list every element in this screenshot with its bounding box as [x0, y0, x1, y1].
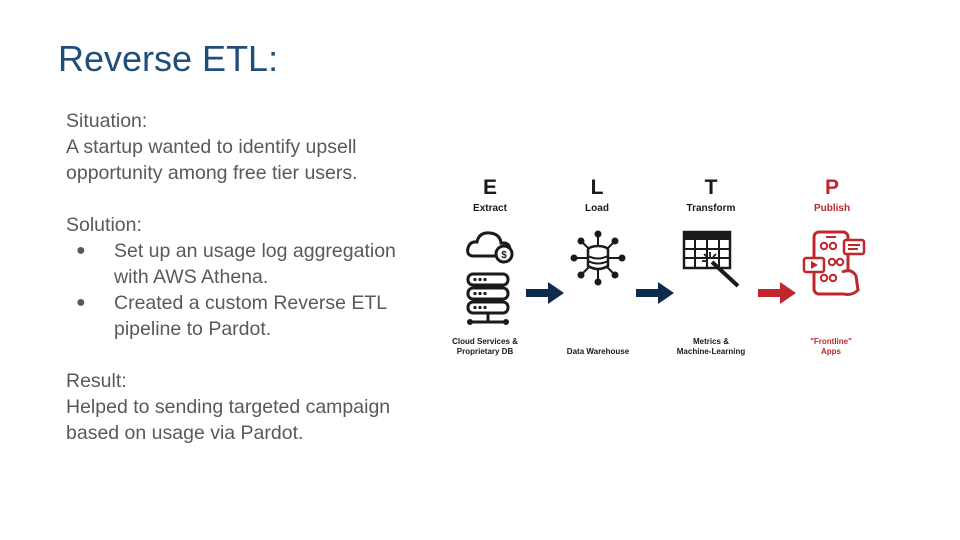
caption-line: Proprietary DB: [456, 347, 514, 356]
caption-line: Machine-Learning: [676, 347, 746, 356]
bullet-icon: ●: [76, 242, 86, 259]
stage-publish: P Publish: [802, 176, 862, 214]
caption-line: Data Warehouse: [566, 347, 630, 356]
caption-line: Metrics &: [692, 337, 729, 346]
stage-letter: P: [824, 176, 839, 199]
stage-caption: Cloud Services & Proprietary DB: [446, 337, 524, 357]
stage-transform: T Transform: [676, 176, 746, 214]
stage-letter: T: [704, 176, 718, 199]
solution-list: ● Set up an usage log aggregation with AW…: [66, 238, 406, 342]
cloud-database-icon: $: [466, 231, 514, 325]
arrow-right-icon: [636, 282, 674, 304]
stage-word: Publish: [813, 203, 851, 214]
caption-line: "Frontline": [810, 337, 852, 346]
stage-caption: "Frontline" Apps: [796, 337, 866, 357]
table-wand-icon: [682, 230, 740, 288]
stage-caption: Data Warehouse: [556, 347, 640, 357]
arrow-right-icon: [526, 282, 564, 304]
solution-heading: Solution:: [66, 214, 142, 236]
caption-line: Apps: [821, 347, 841, 356]
slide-title: Reverse ETL:: [58, 38, 279, 79]
stage-caption: Metrics & Machine-Learning: [666, 337, 756, 357]
stage-word: Extract: [473, 203, 507, 214]
etl-diagram: E Extract L Load T Transform P Publish $: [440, 170, 880, 370]
caption-line: Cloud Services &: [452, 337, 518, 346]
bullet-text: Set up an usage log aggregation with AWS…: [114, 240, 396, 288]
svg-text:$: $: [501, 250, 507, 261]
slide-body: Situation: A startup wanted to identify …: [66, 108, 406, 446]
stage-letter: E: [482, 176, 497, 199]
stage-extract: E Extract: [460, 176, 520, 214]
mobile-apps-icon: [802, 230, 866, 296]
data-warehouse-icon: [570, 230, 626, 286]
stage-letter: L: [590, 176, 604, 199]
result-heading: Result:: [66, 370, 127, 392]
situation-text: A startup wanted to identify upsell oppo…: [66, 136, 358, 184]
stage-word: Load: [585, 203, 609, 214]
arrow-right-icon: [758, 282, 796, 304]
bullet-text: Created a custom Reverse ETL pipeline to…: [114, 292, 387, 340]
stage-load: L Load: [567, 176, 627, 214]
stage-word: Transform: [686, 203, 736, 214]
result-text: Helped to sending targeted campaign base…: [66, 396, 391, 444]
situation-heading: Situation:: [66, 110, 148, 132]
list-item: ● Set up an usage log aggregation with AW…: [66, 238, 406, 290]
bullet-icon: ●: [76, 294, 86, 311]
list-item: ● Created a custom Reverse ETL pipeline t…: [66, 290, 406, 342]
